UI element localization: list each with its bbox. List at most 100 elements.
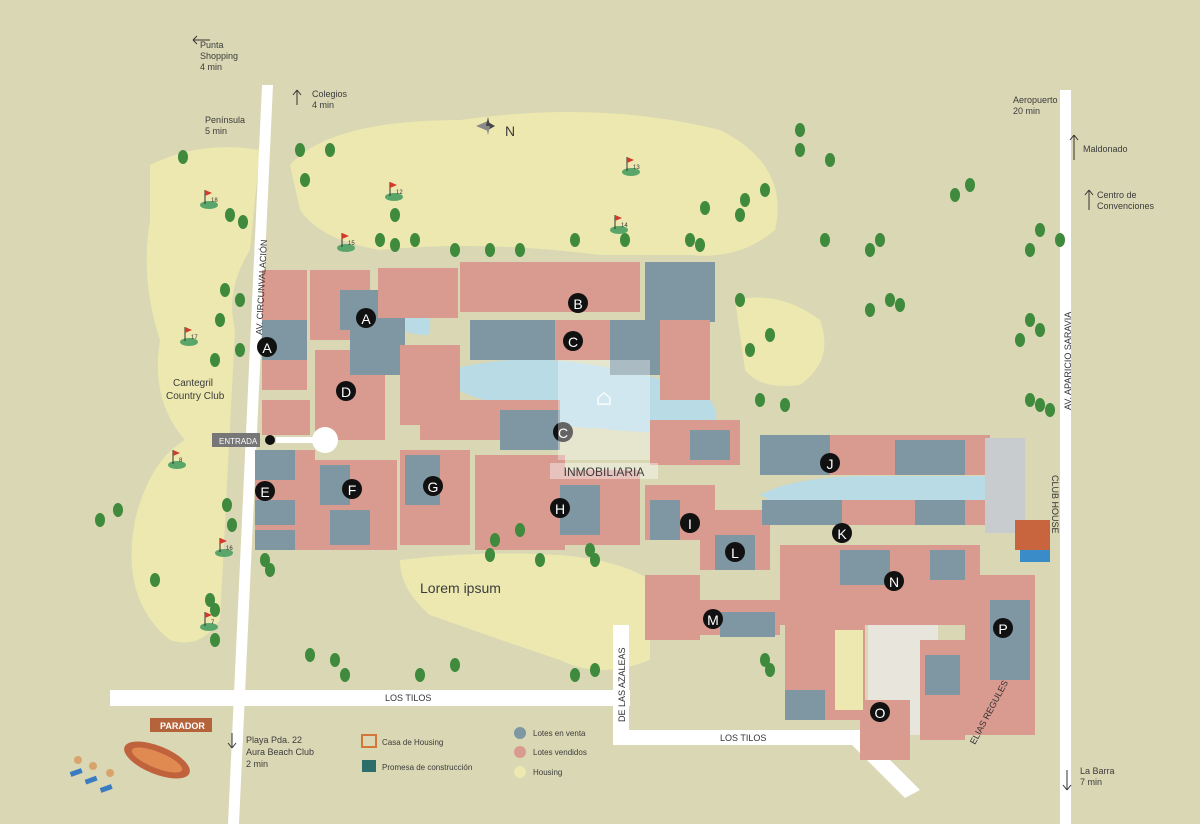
section-marker-j[interactable]: J [820, 453, 840, 473]
section-letter: J [827, 456, 834, 472]
tree-icon [515, 243, 525, 257]
tree-icon [375, 233, 385, 247]
tree-icon [295, 143, 305, 157]
tree-icon [885, 293, 895, 307]
section-marker-o[interactable]: O [870, 702, 890, 722]
section-letter: K [837, 526, 847, 542]
section-marker-f[interactable]: F [342, 479, 362, 499]
los-tilos-label-2: LOS TILOS [720, 733, 766, 743]
tree-icon [210, 603, 220, 617]
tree-icon [1035, 323, 1045, 337]
tree-icon [305, 648, 315, 662]
section-markers[interactable]: A A B C C D E F G H I J K L M N O P [255, 293, 1013, 722]
svg-text:14: 14 [621, 223, 628, 229]
legend: Casa de Housing Promesa de construcción … [361, 727, 587, 778]
section-marker-c[interactable]: C [563, 331, 583, 351]
svg-text:17: 17 [191, 335, 198, 341]
section-letter: I [688, 516, 692, 532]
tree-icon [95, 513, 105, 527]
tree-icon [795, 123, 805, 137]
section-marker-h[interactable]: H [550, 498, 570, 518]
compass-north-label: N [505, 123, 515, 139]
section-letter: M [707, 612, 719, 628]
section-marker-n[interactable]: N [884, 571, 904, 591]
tree-icon [300, 173, 310, 187]
golf-flag-icon: 7 [200, 612, 218, 631]
section-marker-c[interactable]: C [553, 422, 573, 442]
section-letter: B [573, 296, 582, 312]
tree-icon [390, 238, 400, 252]
section-marker-p[interactable]: P [993, 618, 1013, 638]
tree-icon [215, 313, 225, 327]
tree-icon [410, 233, 420, 247]
tree-icon [765, 328, 775, 342]
lorem-ipsum-label: Lorem ipsum [420, 580, 501, 596]
tree-icon [570, 233, 580, 247]
house-teal-icon [362, 760, 376, 772]
section-marker-k[interactable]: K [832, 523, 852, 543]
parador-sign[interactable]: PARADOR [119, 718, 212, 786]
tree-icon [865, 243, 875, 257]
tree-icon [685, 233, 695, 247]
tree-icon [113, 503, 123, 517]
tree-icon [735, 293, 745, 307]
section-letter: L [731, 545, 739, 561]
de-las-azaleas-label: DE LAS AZALEAS [617, 647, 627, 722]
section-marker-i[interactable]: I [680, 513, 700, 533]
places: Cantegril Country Club ENTRADA PARADOR L… [69, 378, 1060, 793]
roads [110, 85, 1071, 824]
arrow-icon [192, 35, 210, 45]
svg-text:ENTRADA: ENTRADA [219, 437, 258, 446]
tree-icon [950, 188, 960, 202]
lake [450, 359, 717, 433]
svg-text:16: 16 [226, 546, 233, 552]
section-marker-a[interactable]: A [356, 308, 376, 328]
section-letter: D [341, 384, 351, 400]
tree-icon [1025, 313, 1035, 327]
tree-icon [1045, 403, 1055, 417]
svg-text:Housing: Housing [533, 768, 562, 777]
tree-icon [265, 563, 275, 577]
tree-icon [220, 283, 230, 297]
tree-icon [1055, 233, 1065, 247]
canal [760, 476, 995, 503]
svg-text:7: 7 [211, 620, 215, 626]
section-marker-a[interactable]: A [257, 337, 277, 357]
tree-icon [485, 243, 495, 257]
entrada-sign[interactable]: ENTRADA [212, 427, 338, 453]
section-marker-b[interactable]: B [568, 293, 588, 313]
tree-icon [745, 343, 755, 357]
tree-icon [875, 233, 885, 247]
tree-icon [485, 548, 495, 562]
tree-icon [260, 553, 270, 567]
tree-icon [205, 593, 215, 607]
tree-icon [150, 573, 160, 587]
golf-flag-icon: 18 [200, 190, 218, 209]
svg-text:8: 8 [179, 458, 183, 464]
section-marker-l[interactable]: L [725, 542, 745, 562]
peninsula-label: Península 5 min [205, 115, 248, 136]
tree-icon [535, 553, 545, 567]
tree-icon [590, 663, 600, 677]
punta-shopping-label: Punta Shopping 4 min [200, 40, 241, 72]
svg-text:13: 13 [633, 165, 640, 171]
brand-logo: ⌂ [596, 386, 613, 411]
section-marker-m[interactable]: M [703, 609, 723, 629]
tree-icon [620, 233, 630, 247]
golf-course [131, 112, 825, 670]
legend-lotes-venta: Lotes en venta [514, 727, 586, 739]
section-marker-e[interactable]: E [255, 481, 275, 501]
up-arrow-icon [292, 89, 302, 105]
golf-flag-icon: 13 [622, 157, 640, 176]
tree-icon [415, 668, 425, 682]
tree-icon [225, 208, 235, 222]
section-marker-g[interactable]: G [423, 476, 443, 496]
aeropuerto-label: Aeropuerto 20 min [1013, 95, 1060, 116]
section-marker-d[interactable]: D [336, 381, 356, 401]
tree-icon [760, 183, 770, 197]
tree-icon [450, 243, 460, 257]
section-letter: E [260, 484, 269, 500]
compass: N [476, 117, 515, 139]
